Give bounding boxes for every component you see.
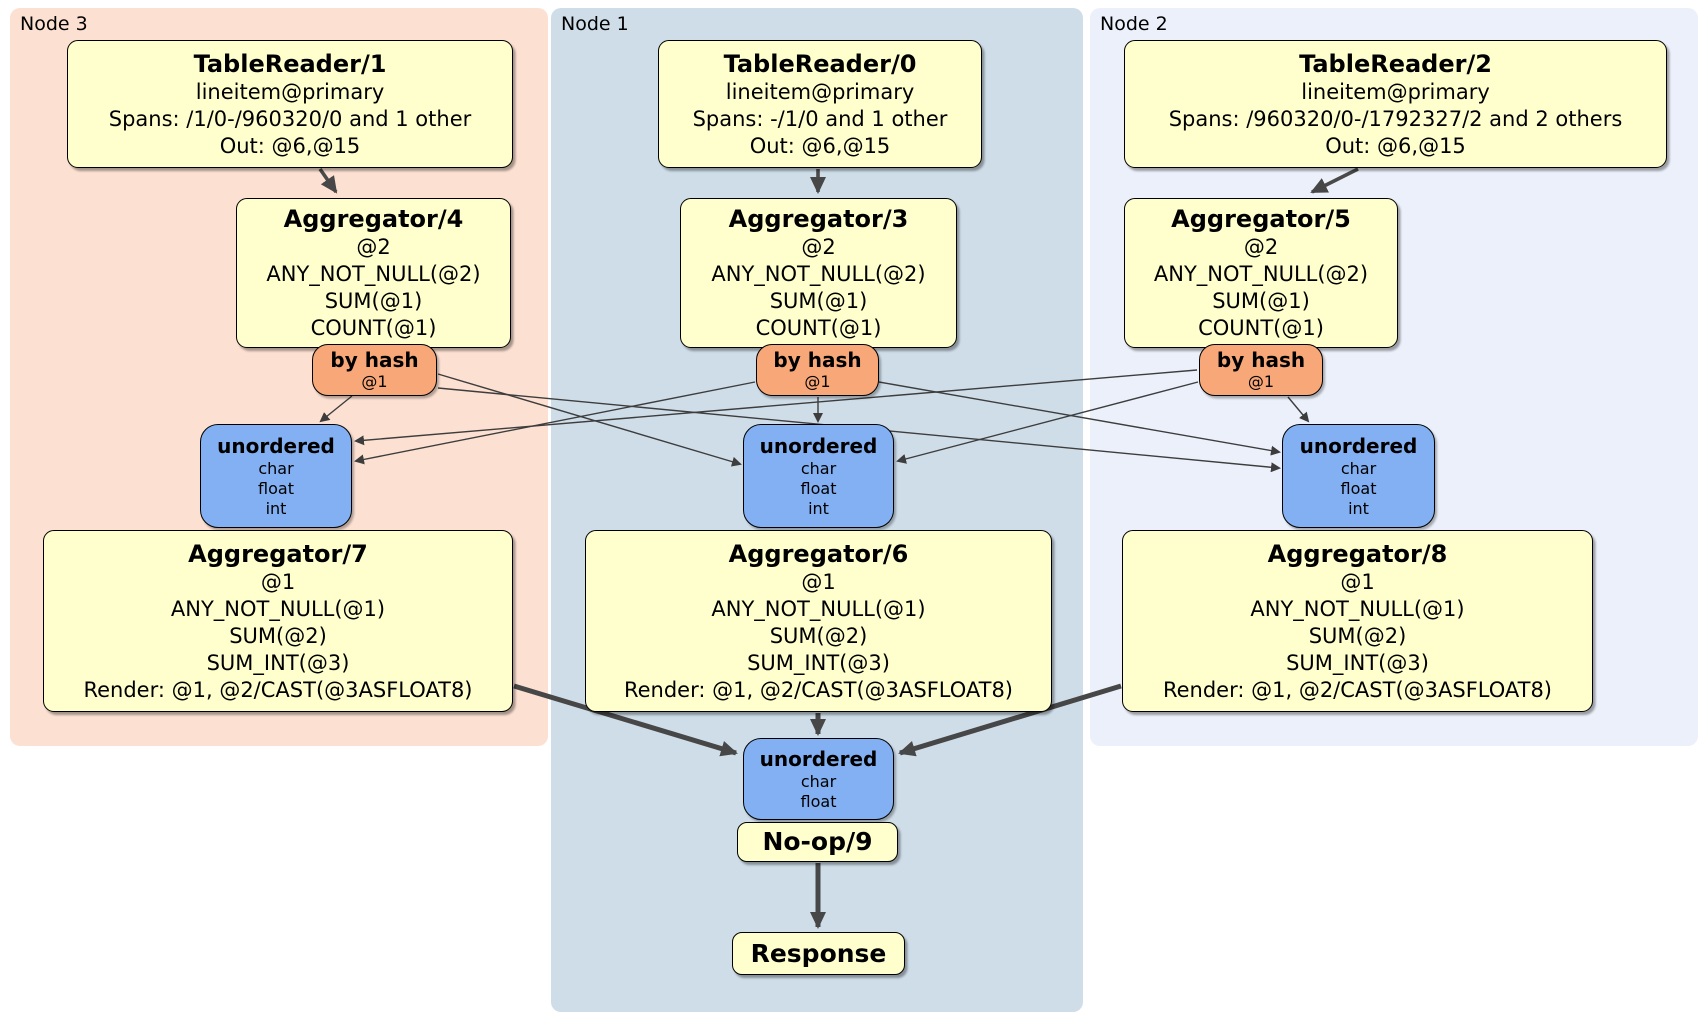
aggregator-5: Aggregator/5 @2 ANY_NOT_NULL(@2) SUM(@1)… [1124,198,1398,348]
edge-tr2-agg5 [1310,167,1359,194]
edge-router2-sync2 [1287,396,1310,423]
unordered-sync-node3: unordered char float int [200,424,352,528]
noop-9-title: No-op/9 [762,827,873,856]
edge-agg7-finalsync [513,683,738,757]
aggregator-3-title: Aggregator/3 [728,205,909,233]
aggregator-5-title: Aggregator/5 [1171,205,1351,233]
aggregator-8-title: Aggregator/8 [1267,539,1448,568]
edge-agg8-finalsync [898,683,1122,757]
edge-tr1-agg4 [318,167,338,194]
edge-router3-sync1 [437,373,742,467]
hash-router-node1: by hash @1 [756,344,879,396]
aggregator-6-title: Aggregator/6 [728,539,909,568]
aggregator-6: Aggregator/6 @1 ANY_NOT_NULL(@1) SUM(@2)… [585,530,1052,712]
table-reader-2-title: TableReader/2 [1299,49,1492,78]
table-reader-1-title: TableReader/1 [193,49,387,78]
table-reader-1: TableReader/1 lineitem@primary Spans: /1… [67,40,513,168]
edge-router1-sync3 [354,381,756,465]
cluster-label-node2: Node 2 [1100,13,1168,35]
aggregator-3: Aggregator/3 @2 ANY_NOT_NULL(@2) SUM(@1)… [680,198,957,348]
unordered-sync-node1: unordered char float int [743,424,894,528]
noop-9: No-op/9 [737,822,898,862]
response-box: Response [732,932,905,975]
cluster-label-node1: Node 1 [561,13,629,35]
aggregator-8: Aggregator/8 @1 ANY_NOT_NULL(@1) SUM(@2)… [1122,530,1593,712]
unordered-sync-final: unordered char float [743,738,894,820]
edge-router3-sync3 [319,395,353,423]
hash-router-node3: by hash @1 [312,344,437,396]
table-reader-0: TableReader/0 lineitem@primary Spans: -/… [658,40,982,168]
edge-router2-sync3 [354,369,1198,446]
aggregator-7-title: Aggregator/7 [188,539,368,568]
edge-router1-sync2 [878,381,1281,456]
edge-router2-sync1 [896,381,1199,464]
table-reader-0-title: TableReader/0 [723,49,917,78]
response-title: Response [750,938,887,968]
table-reader-2: TableReader/2 lineitem@primary Spans: /9… [1124,40,1667,168]
unordered-sync-node2: unordered char float int [1282,424,1435,528]
hash-router-node2: by hash @1 [1199,344,1323,396]
aggregator-4: Aggregator/4 @2 ANY_NOT_NULL(@2) SUM(@1)… [236,198,511,348]
aggregator-7: Aggregator/7 @1 ANY_NOT_NULL(@1) SUM(@2)… [43,530,513,712]
aggregator-4-title: Aggregator/4 [283,205,464,233]
cluster-label-node3: Node 3 [20,13,88,35]
